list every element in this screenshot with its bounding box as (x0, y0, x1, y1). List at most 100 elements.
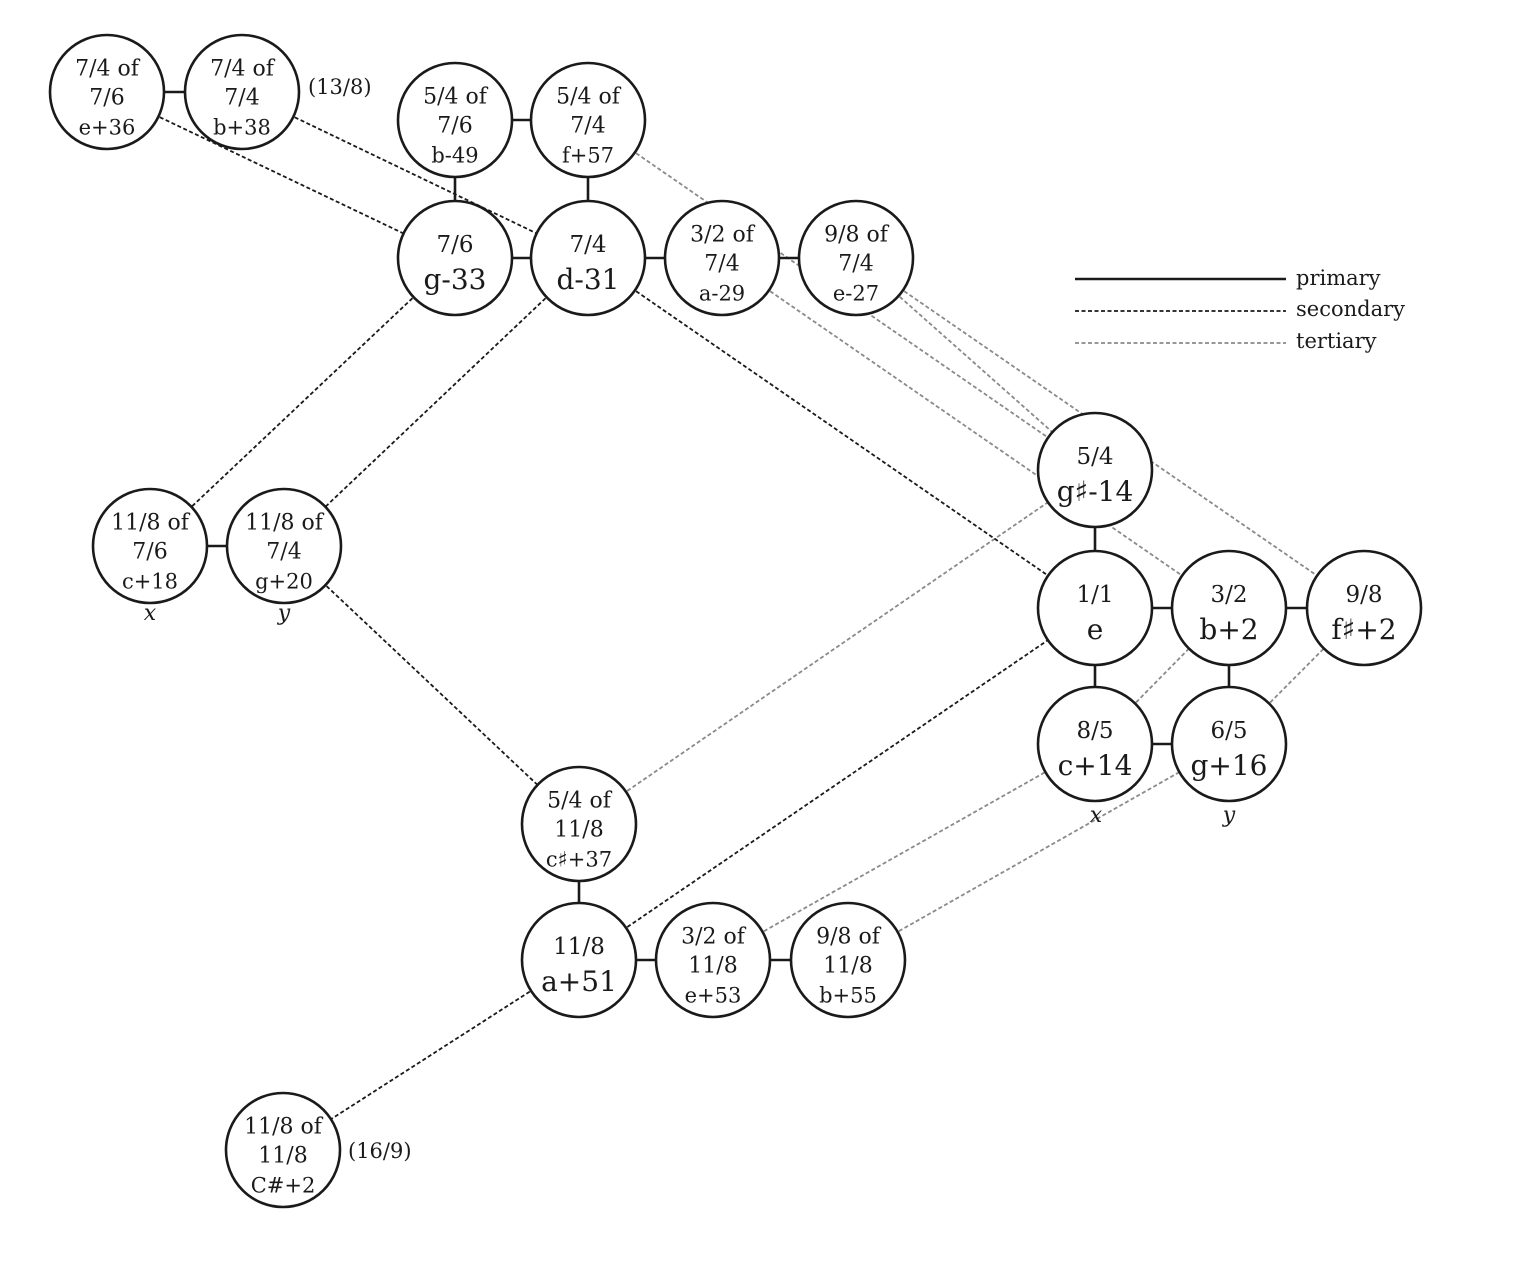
node-label-line: g+16 (1190, 749, 1267, 782)
node-label-line: 5/4 of (547, 789, 613, 814)
node-circle (520, 901, 638, 1019)
node-label-line: 9/8 (1345, 582, 1382, 608)
node-label-line: 11/8 of (244, 1115, 324, 1140)
node-label-line: 7/6 (437, 114, 472, 139)
node-circle (520, 765, 638, 883)
node-label-line: 1/1 (1076, 582, 1113, 608)
secondary-edge-n17-n11 (578, 607, 1096, 961)
pitch-node-n3: 5/4 of 7/4 f+57 (529, 61, 647, 179)
node-label-line: c+18 (122, 569, 178, 593)
node-label-line: e+36 (79, 115, 136, 139)
node-circle (396, 199, 514, 317)
node-label-line: 11/8 of (245, 511, 325, 536)
node-label-line: 11/8 (823, 954, 872, 979)
node-label-line: 5/4 of (556, 85, 622, 110)
pitch-node-n5: 7/4 d-31 (529, 199, 647, 317)
node-label-line: 11/8 (554, 818, 603, 843)
node-label-line: c+14 (1058, 749, 1133, 782)
legend-secondary-label: secondary (1296, 297, 1405, 321)
node-circle (225, 487, 343, 605)
node-label-line: 7/6 (436, 232, 473, 258)
node-label-line: a+51 (541, 965, 617, 998)
nodes-layer: 7/4 of7/6e+367/4 of7/4b+385/4 of7/6b-495… (48, 33, 1423, 1209)
node-label-line: g♯-14 (1057, 475, 1134, 508)
node-label-line: 7/4 (266, 540, 301, 565)
node-circle (91, 487, 209, 605)
tertiary-edge-n6-n12 (721, 257, 1230, 609)
legend-tertiary-label: tertiary (1296, 329, 1377, 353)
node-label-line: 7/4 of (210, 57, 276, 82)
node-label-line: c♯+37 (546, 847, 612, 871)
pitch-node-n0: 7/4 of 7/6 e+36 (48, 33, 166, 151)
node-circle (224, 1091, 342, 1209)
pitch-node-n8: 5/4g♯-14 (1036, 411, 1154, 529)
secondary-edge-n10-n16 (283, 545, 580, 825)
node-label-line: 7/4 (838, 252, 873, 277)
node-label-line: g+20 (255, 569, 313, 593)
node-circle (789, 901, 907, 1019)
pitch-node-n6: 3/2 of7/4a-29 (663, 199, 781, 317)
node-label-line: 5/4 of (423, 85, 489, 110)
secondary-edge-n5-n11 (587, 257, 1096, 609)
node-label-line: e (1087, 613, 1104, 646)
legend: primary secondary tertiary (1075, 266, 1405, 353)
node-circle (797, 199, 915, 317)
node-label-line: b-49 (431, 143, 478, 167)
secondary-edge-n1-n5 (241, 91, 589, 259)
node-label-line: 3/2 of (681, 925, 747, 950)
node-label-line: 7/6 (89, 86, 124, 111)
node-circle (529, 61, 647, 179)
node-circle (1170, 549, 1288, 667)
node-label-line: f+57 (562, 143, 614, 167)
pitch-node-n2: 5/4 of 7/6 b-49 (396, 61, 514, 179)
node-label-line: 7/4 (569, 232, 606, 258)
node-label-line: 6/5 (1210, 718, 1247, 744)
node-label-line: 11/8 of (111, 511, 191, 536)
pitch-node-n4: 7/6g-33 (396, 199, 514, 317)
node-label-line: 7/4 (224, 86, 259, 111)
node-label-line: 11/8 (553, 934, 605, 960)
node-circle (1036, 411, 1154, 529)
node-circle (663, 199, 781, 317)
axis-label-x-right: x (1090, 803, 1103, 828)
node-label-line: b+38 (213, 115, 271, 139)
node-circle (396, 61, 514, 179)
tertiary-edge-n19-n15 (847, 743, 1230, 961)
node-label-line: 3/2 (1210, 582, 1247, 608)
node-label-line: b+55 (819, 983, 877, 1007)
node-label-line: C#+2 (251, 1173, 316, 1197)
node-label-line: b+2 (1199, 613, 1258, 646)
node-label-line: 9/8 of (824, 223, 890, 248)
node-label-line: 3/2 of (690, 223, 756, 248)
ratio-annotation-16-9: (16/9) (348, 1139, 412, 1163)
node-label-line: e-27 (833, 281, 879, 305)
node-label-line: 11/8 (688, 954, 737, 979)
pitch-node-n17: 11/8 a+51 (520, 901, 638, 1019)
secondary-edge-n4-n9 (149, 257, 456, 547)
node-label-line: 7/4 of (75, 57, 141, 82)
node-circle (48, 33, 166, 151)
node-circle (1036, 549, 1154, 667)
node-circle (1170, 685, 1288, 803)
secondary-edge-n17-n20 (282, 959, 580, 1151)
secondary-edge-n5-n10 (283, 257, 589, 547)
pitch-node-n10: 11/8 of 7/4 g+20 (225, 487, 343, 605)
secondary-edge-n0-n4 (106, 91, 456, 259)
node-circle (183, 33, 301, 151)
pitch-node-n11: 1/1 e (1036, 549, 1154, 667)
node-circle (529, 199, 647, 317)
pitch-node-n13: 9/8f♯+2 (1305, 549, 1423, 667)
tertiary-edge-n16-n8 (578, 469, 1096, 825)
node-label-line: d-31 (556, 263, 619, 296)
axis-label-y-left: y (277, 601, 291, 626)
node-circle (1305, 549, 1423, 667)
pitch-node-n9: 11/8 of 7/6 c+18 (91, 487, 209, 605)
axis-label-y-right: y (1222, 803, 1236, 828)
node-label-line: 7/6 (132, 540, 167, 565)
node-label-line: 7/4 (570, 114, 605, 139)
tertiary-edge-n18-n14 (712, 743, 1096, 961)
pitch-node-n7: 9/8 of 7/4 e-27 (797, 199, 915, 317)
